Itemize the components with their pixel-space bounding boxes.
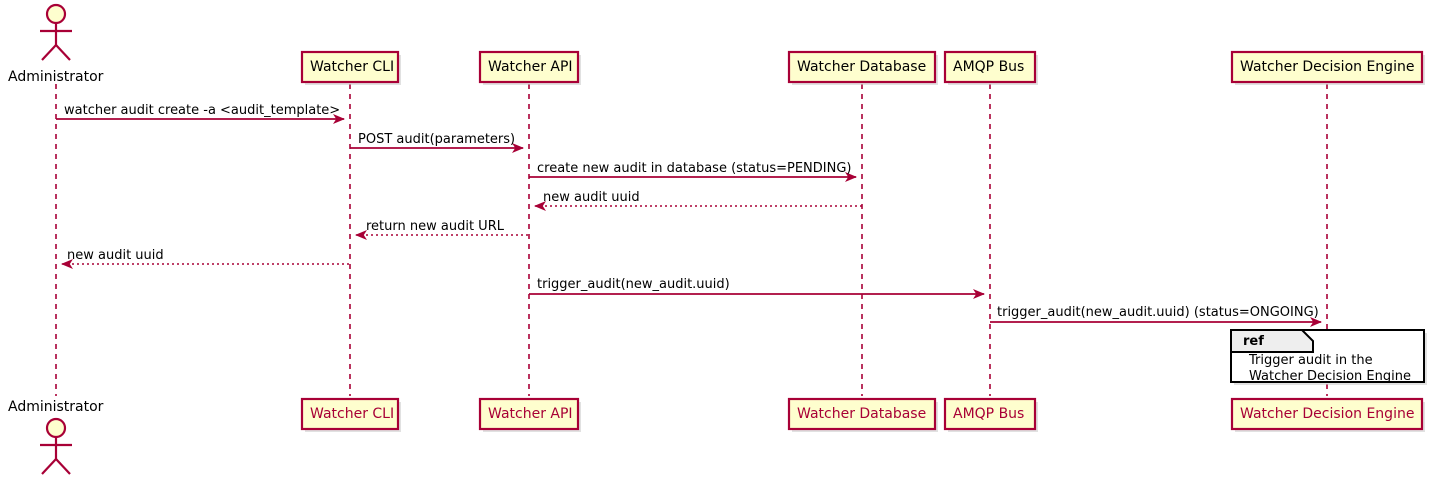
participant-boxes-top [300, 50, 1425, 85]
message-label-2: POST audit(parameters) [358, 132, 516, 147]
participant-label-top-amqp-bus[interactable]: AMQP Bus [953, 59, 1025, 75]
message-label-6: new audit uuid [67, 248, 164, 263]
participant-label-bottom-watcher-decision-engine[interactable]: Watcher Decision Engine [1240, 406, 1415, 422]
participant-label-bottom-watcher-cli[interactable]: Watcher CLI [310, 406, 395, 422]
message-label-5: return new audit URL [366, 219, 504, 234]
participant-label-top-watcher-database[interactable]: Watcher Database [797, 59, 927, 75]
message-label-1: watcher audit create -a <audit_template> [64, 103, 341, 118]
actor-figure-bottom [40, 417, 72, 475]
message-label-7: trigger_audit(new_audit.uuid) [537, 277, 730, 292]
participant-label-bottom-amqp-bus[interactable]: AMQP Bus [953, 406, 1025, 422]
ref-fragment-shape [1230, 329, 1427, 385]
message-label-3: create new audit in database (status=PEN… [537, 161, 852, 176]
participant-label-top-watcher-api[interactable]: Watcher API [488, 59, 573, 75]
message-arrows [56, 114, 1322, 327]
participant-label-bottom-watcher-database[interactable]: Watcher Database [797, 406, 927, 422]
ref-fragment-line-2: Watcher Decision Engine [1249, 369, 1411, 384]
participant-boxes-bottom [300, 397, 1425, 432]
actor-label-administrator-top: Administrator [8, 69, 104, 85]
lifelines [55, 84, 1328, 396]
participant-label-top-watcher-cli[interactable]: Watcher CLI [310, 59, 395, 75]
participant-label-bottom-watcher-api[interactable]: Watcher API [488, 406, 573, 422]
ref-fragment-line-1: Trigger audit in the [1249, 353, 1373, 368]
message-label-8: trigger_audit(new_audit.uuid) (status=ON… [997, 305, 1319, 320]
participant-label-top-watcher-decision-engine[interactable]: Watcher Decision Engine [1240, 59, 1415, 75]
ref-fragment-tag: ref [1243, 334, 1264, 349]
actor-label-administrator-bottom: Administrator [8, 399, 104, 415]
actor-figure-top [40, 3, 72, 61]
message-label-4: new audit uuid [543, 190, 640, 205]
